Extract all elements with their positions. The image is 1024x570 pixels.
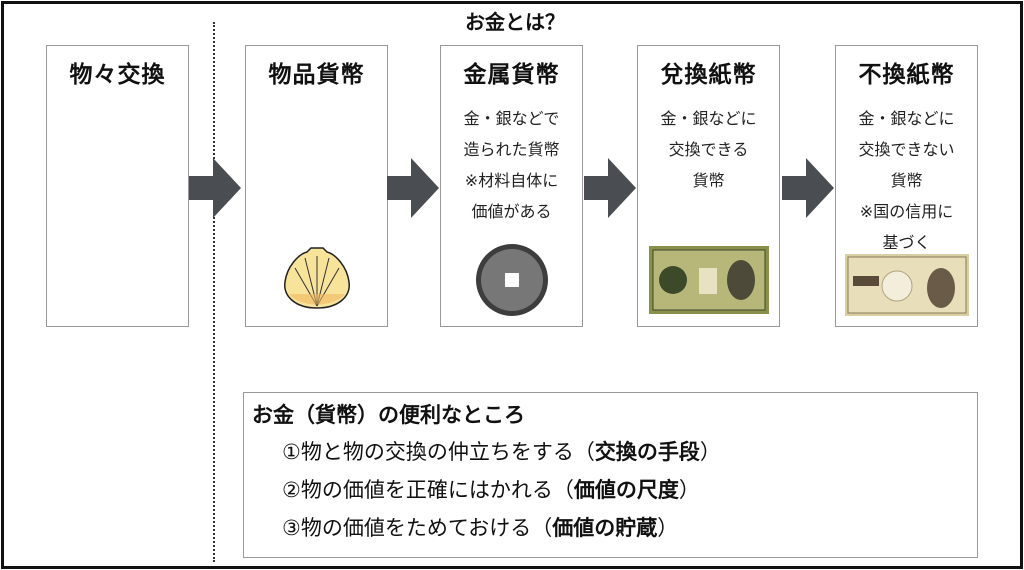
arrow-right-icon: [387, 158, 439, 218]
stage-desc-line: 造られた貨幣: [463, 140, 560, 159]
stage-desc-line: 交換できる: [668, 140, 749, 159]
benefit-term: 価値の尺度: [573, 478, 679, 502]
benefit-item: ③物の価値をためておける（価値の貯蔵）: [252, 509, 977, 547]
benefit-close: ）: [657, 516, 679, 540]
stage-desc-line: ※材料自体に: [464, 171, 559, 190]
stage-desc-line: 貨幣: [890, 171, 923, 190]
arrow-right-icon: [584, 158, 636, 218]
stage-heading: 不換紙幣: [858, 62, 955, 88]
stage-commodity-money: 物品貨幣: [245, 45, 388, 327]
benefit-text: ②物の価値を正確にはかれる（: [282, 478, 574, 502]
stage-heading: 物品貨幣: [268, 62, 365, 88]
stage-desc-line: 基づく: [882, 233, 931, 252]
stage-fiat-note: 不換紙幣 金・銀などに 交換できない 貨幣 ※国の信用に 基づく: [835, 45, 978, 327]
stage-desc-line: 金・銀などに: [858, 109, 955, 128]
benefit-close: ）: [699, 440, 721, 464]
dotted-divider: [213, 22, 215, 562]
shell-icon: [283, 247, 350, 309]
benefit-item: ①物と物の交換の仲立ちをする（交換の手段）: [252, 433, 977, 471]
stage-desc-line: 交換できない: [858, 140, 955, 159]
benefit-text: ③物の価値をためておける（: [282, 516, 553, 540]
stage-barter: 物々交換: [46, 45, 189, 327]
slide-title: お金とは？: [465, 10, 565, 34]
stage-desc-line: 貨幣: [692, 171, 725, 190]
stage-desc-line: 価値がある: [471, 202, 552, 221]
stage-desc-line: 金・銀などに: [660, 109, 757, 128]
benefit-item: ②物の価値を正確にはかれる（価値の尺度）: [252, 471, 977, 509]
benefit-close: ）: [678, 478, 700, 502]
banknote-icon: [844, 254, 969, 316]
stage-metal-money: 金属貨幣 金・銀などで 造られた貨幣 ※材料自体に 価値がある: [440, 45, 583, 327]
old-banknote-icon: [648, 246, 769, 314]
benefits-box: お金（貨幣）の便利なところ ①物と物の交換の仲立ちをする（交換の手段） ②物の価…: [243, 392, 978, 558]
stage-convertible-note: 兌換紙幣 金・銀などに 交換できる 貨幣: [637, 45, 780, 327]
benefits-heading: お金（貨幣）の便利なところ: [252, 403, 525, 427]
arrow-right-icon: [189, 158, 241, 218]
stage-heading: 物々交換: [69, 62, 166, 88]
benefit-text: ①物と物の交換の仲立ちをする（: [282, 440, 595, 464]
stage-heading: 兌換紙幣: [660, 62, 757, 88]
stage-desc-line: 金・銀などで: [463, 109, 560, 128]
coin-icon: [475, 244, 548, 316]
benefit-term: 交換の手段: [594, 440, 700, 464]
stage-heading: 金属貨幣: [463, 62, 560, 88]
benefit-term: 価値の貯蔵: [552, 516, 658, 540]
stage-desc-line: ※国の信用に: [859, 202, 954, 221]
arrow-right-icon: [782, 158, 834, 218]
